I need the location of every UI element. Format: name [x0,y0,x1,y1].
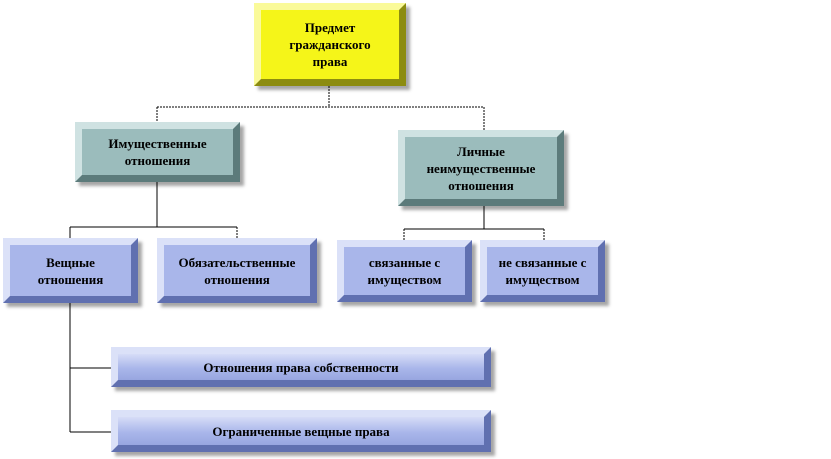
ownership-relations-label: Отношения права собственности [203,359,399,375]
limited-real-rights-label: Ограниченные вещные права [212,423,390,439]
real-relations-label: Вещные отношения [37,254,104,287]
property-related-label: связанные с имуществом [367,255,442,287]
personal-nonproperty-relations-box: Личные неимущественные отношения [398,130,564,206]
root-label: Предмет гражданского права [289,20,371,69]
ownership-relations-box: Отношения права собственности [111,347,491,387]
not-property-related-label: не связанные с имуществом [498,255,587,287]
not-property-related-box: не связанные с имуществом [480,240,605,302]
limited-real-rights-box: Ограниченные вещные права [111,410,491,452]
obligation-relations-label: Обязательственные отношения [178,254,296,287]
property-relations-box: Имущественные отношения [75,122,240,182]
property-relations-label: Имущественные отношения [108,136,207,168]
real-relations-box: Вещные отношения [3,238,138,303]
obligation-relations-box: Обязательственные отношения [157,238,317,303]
personal-nonproperty-relations-label: Личные неимущественные отношения [426,143,536,193]
property-related-box: связанные с имуществом [337,240,472,302]
root-box: Предмет гражданского права [254,3,406,86]
